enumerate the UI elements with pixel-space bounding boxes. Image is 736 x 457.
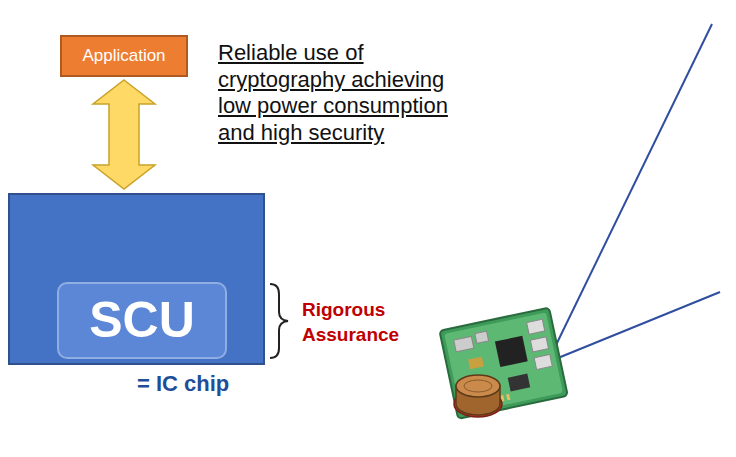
box-label: SCU [89, 293, 195, 348]
stamp-illustration [454, 375, 502, 417]
zoom-line [556, 24, 712, 345]
zoom-line [558, 292, 720, 358]
ic-chip-box: = IC chipSCU [8, 193, 265, 365]
circuit-board-illustration [439, 308, 567, 419]
scu-box: SCU [57, 282, 227, 359]
chip-caption: = IC chip [137, 372, 229, 396]
curly-bracket [270, 284, 288, 358]
goal-statement: Reliable use of cryptography achieving l… [218, 40, 480, 146]
block-arrow [93, 80, 155, 189]
box-label: Application [82, 47, 165, 66]
assurance-note: Rigorous Assurance [302, 297, 414, 347]
application-box: Application [60, 35, 188, 77]
